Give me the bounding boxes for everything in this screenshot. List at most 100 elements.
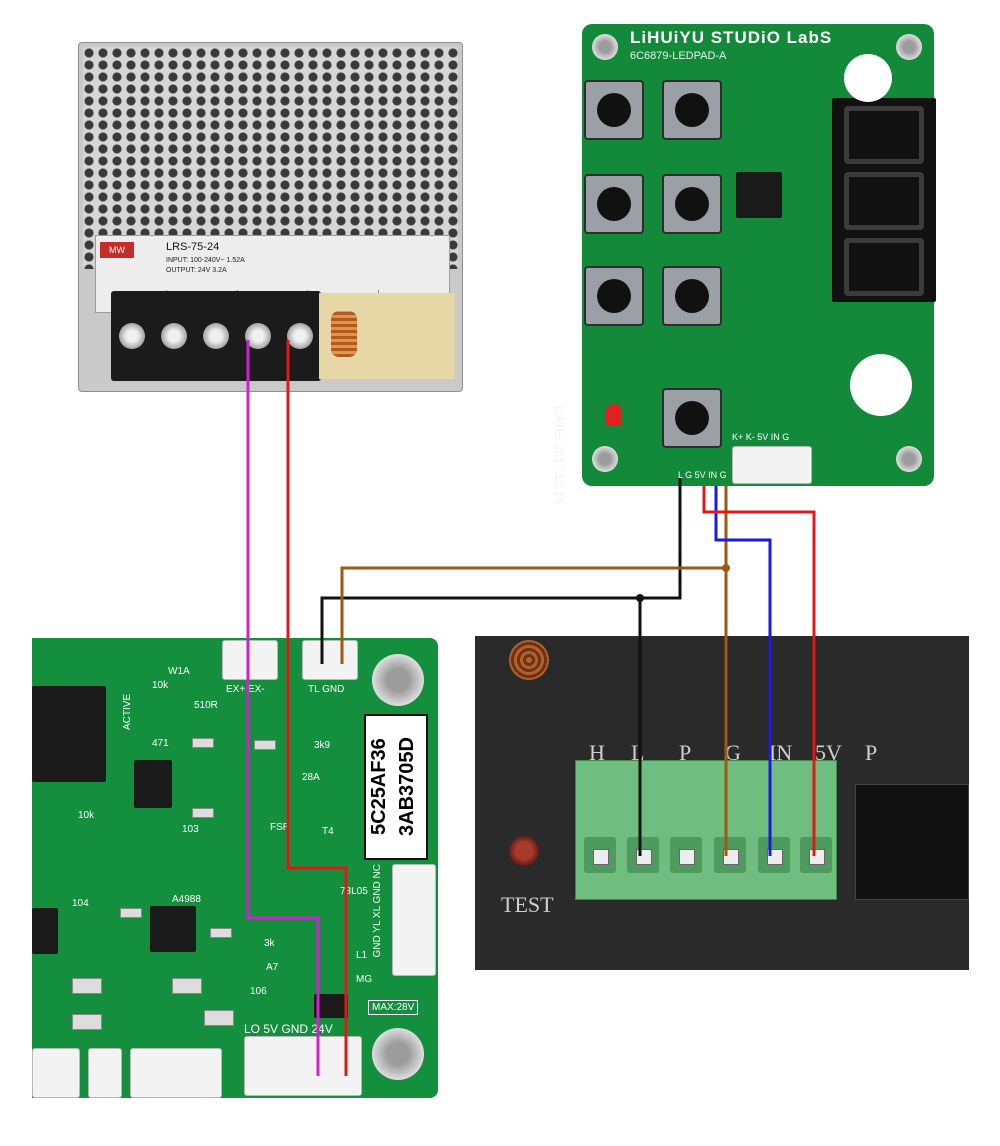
smd-part xyxy=(254,740,276,750)
label-tl-gnd: TL GND xyxy=(308,684,345,695)
pcb-label: 3k9 xyxy=(314,740,331,751)
serial-1: 5C25AF36 xyxy=(368,738,390,836)
terminal-slot xyxy=(584,837,616,873)
serial-2: 3AB3705D xyxy=(396,737,418,837)
pcb-label: A7 xyxy=(266,962,279,973)
pcb-label: 471 xyxy=(152,738,169,749)
digit-icon xyxy=(844,172,924,230)
test-label: TEST xyxy=(501,892,554,917)
ledpad-connector xyxy=(732,446,812,484)
pad-button[interactable] xyxy=(584,266,644,326)
ledpad-pin-label: L G 5V IN G xyxy=(678,470,727,480)
led-pad-board: LiHUiYU STUDiO LabS 6C6879-LEDPAD-A DATE… xyxy=(552,24,936,504)
terminal-slot xyxy=(758,837,790,873)
psu-model: LRS-75-24 xyxy=(166,241,220,253)
red-led-icon xyxy=(606,404,622,426)
psu-vent-grille xyxy=(83,47,458,269)
mount-hole-icon xyxy=(592,34,618,60)
psu-spec: INPUT: 100-240V~ 1.52A OUTPUT: 24V 3.2A xyxy=(166,257,245,274)
ledpad-subtitle: 6C6879-LEDPAD-A xyxy=(630,50,727,62)
terminal-slot xyxy=(800,837,832,873)
label-ex: EX+ EX- xyxy=(226,684,265,695)
pcb-label: 28A xyxy=(302,772,320,783)
screw-icon xyxy=(203,323,229,349)
screw-icon xyxy=(161,323,187,349)
digit-icon xyxy=(844,238,924,296)
test-button[interactable] xyxy=(509,836,539,866)
smd-part xyxy=(210,928,232,938)
pcb-label: 10k xyxy=(78,810,95,821)
ic-chip xyxy=(134,760,172,808)
terminal-slot xyxy=(627,837,659,873)
mount-hole-icon xyxy=(896,34,922,60)
label-active: ACTIVE xyxy=(122,693,133,730)
psu-brand-logo: MW xyxy=(100,242,134,258)
mount-hole-icon xyxy=(372,654,424,706)
port-label: P xyxy=(865,740,878,765)
connector-tl-gnd xyxy=(302,640,358,680)
controller-board: EX+ EX- TL GND 5C25AF36 3AB3705D GND YL … xyxy=(32,638,438,1098)
laser-power-supply: H L P G IN 5V P TEST xyxy=(475,636,969,970)
smd-part xyxy=(72,978,102,994)
pcb-label: 10k xyxy=(152,680,169,691)
screw-icon xyxy=(287,323,313,349)
pcb-label: L1 xyxy=(356,950,368,961)
pcb-label: T4 xyxy=(322,826,334,837)
terminal-label-p: P xyxy=(679,740,692,765)
smd-part xyxy=(204,1010,234,1026)
smd-part xyxy=(120,908,142,918)
ledpad-connector-label: K+ K- 5V IN G xyxy=(732,432,790,442)
cutout-hole xyxy=(850,354,912,416)
label-max: MAX:28V xyxy=(368,1000,419,1015)
coil-icon xyxy=(509,640,549,680)
pcb-label: 510R xyxy=(194,700,218,711)
ledpad-title: LiHUiYU STUDiO LabS xyxy=(630,28,833,47)
mount-hole-icon xyxy=(372,1028,424,1080)
smd-part xyxy=(172,978,202,994)
pcb-label: 103 xyxy=(182,824,199,835)
connector-motor xyxy=(130,1048,222,1098)
connector-power xyxy=(244,1036,362,1096)
mcu-chip xyxy=(32,686,106,782)
pad-button[interactable] xyxy=(584,174,644,234)
seven-segment-display xyxy=(832,98,936,302)
driver-chip xyxy=(32,908,58,954)
connector-xy xyxy=(88,1048,122,1098)
connector-motor xyxy=(32,1048,80,1098)
ledpad-date: DATE: 2017.12.18 xyxy=(552,406,566,504)
connector-ex xyxy=(222,640,278,680)
terminal-slot xyxy=(670,837,702,873)
smd-part xyxy=(192,738,214,748)
psu-screw-terminal-block xyxy=(111,291,321,381)
rj45-port-icon xyxy=(855,784,969,900)
pad-button[interactable] xyxy=(662,174,722,234)
screw-icon xyxy=(119,323,145,349)
pcb-label: 78L05 xyxy=(340,886,368,897)
pad-button[interactable] xyxy=(662,80,722,140)
pad-button[interactable] xyxy=(584,80,644,140)
cutout-hole xyxy=(844,54,892,102)
label-side: GND YL XL GND NC xyxy=(372,864,383,958)
digit-icon xyxy=(844,106,924,164)
terminal-slot xyxy=(714,837,746,873)
driver-chip xyxy=(150,906,196,952)
pad-button[interactable] xyxy=(662,266,722,326)
pcb-label: A4988 xyxy=(172,894,201,905)
green-terminal-block xyxy=(575,760,837,900)
pcb-label: 3k xyxy=(264,938,275,949)
screw-icon xyxy=(245,323,271,349)
power-supply: MW LRS-75-24 INPUT: 100-240V~ 1.52A OUTP… xyxy=(78,42,463,392)
pcb-label: FSR xyxy=(270,822,290,833)
smd-part xyxy=(192,808,214,818)
junction-black xyxy=(636,594,644,602)
smd-part xyxy=(72,1014,102,1030)
pad-button[interactable] xyxy=(662,388,722,448)
ic-chip xyxy=(314,994,348,1018)
mount-hole-icon xyxy=(896,446,922,472)
pcb-label: 104 xyxy=(72,898,89,909)
connector-side xyxy=(392,864,436,976)
psu-coil xyxy=(331,311,357,357)
pcb-label: MG xyxy=(356,974,373,985)
serial-sticker: 5C25AF36 3AB3705D xyxy=(364,714,428,860)
junction-brown xyxy=(722,564,730,572)
